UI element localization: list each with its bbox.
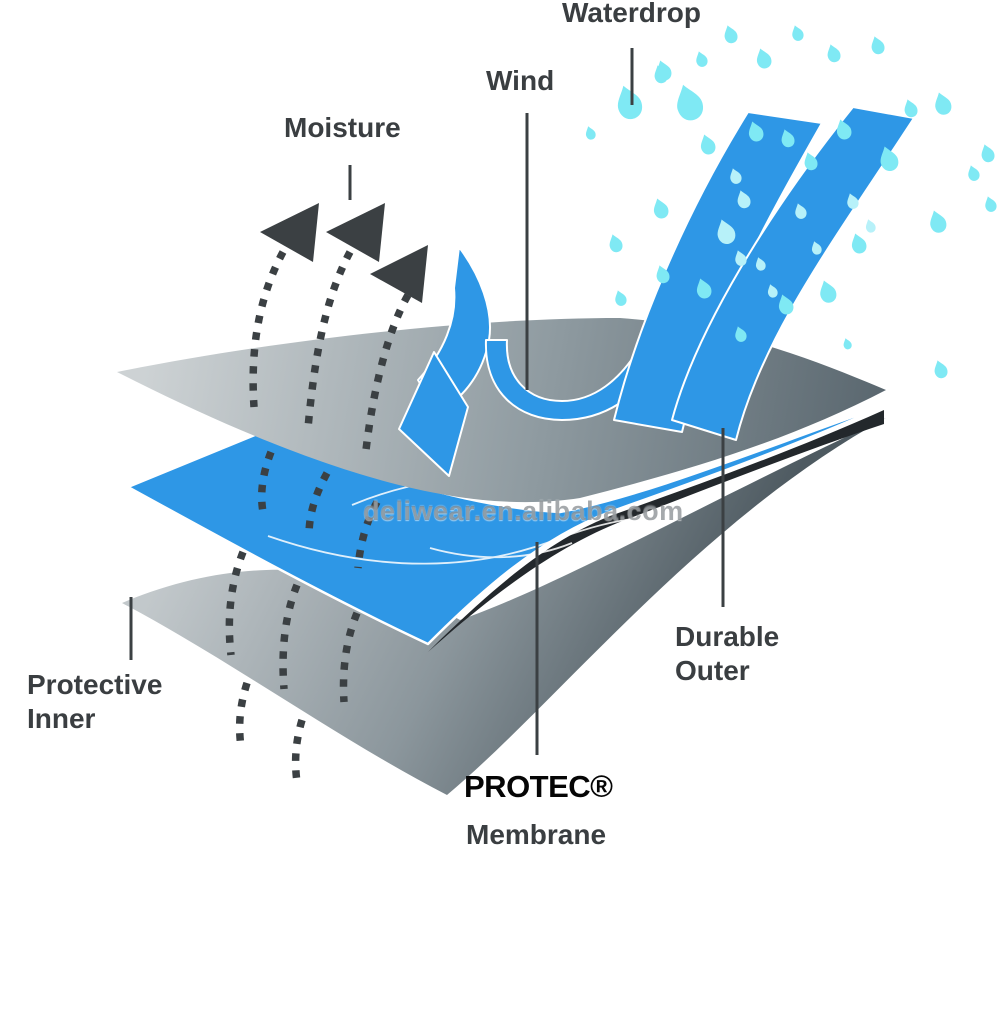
protective-inner-label-line2: Inner [27, 703, 96, 734]
waterdrop-icon [824, 42, 843, 64]
waterdrop-icon [612, 288, 629, 308]
wind-label: Wind [486, 65, 555, 96]
waterdrop-icon [697, 132, 718, 157]
moisture-arrowheads [260, 203, 428, 303]
waterdrop-icon [978, 142, 997, 164]
protective-inner-label-line1: Protective [27, 669, 163, 700]
durable-outer-label: Durable Outer [675, 620, 779, 688]
moisture-arrow-icon [326, 203, 385, 262]
leader-lines [129, 48, 725, 755]
membrane-sheet [126, 404, 886, 646]
runoff-ribbon-right [671, 106, 915, 441]
wind-ribbon [398, 246, 661, 477]
waterdrop-icon [931, 90, 954, 117]
waterdrop-icon [789, 23, 806, 43]
waterdrop-icon [863, 217, 877, 234]
moisture-label: Moisture [284, 112, 401, 143]
wind-ribbon-fragment [398, 351, 469, 477]
waterdrop-icon [650, 196, 671, 221]
membrane-word-label: Membrane [466, 819, 607, 850]
moisture-arrow-icon [370, 245, 428, 303]
water-runoff-ribbons [613, 106, 915, 441]
waterdrop-icon [611, 82, 646, 123]
waterdrop-icon [848, 231, 869, 256]
waterdrop-icon [583, 124, 597, 141]
protective-inner-label: Protective Inner [27, 668, 162, 736]
moisture-arrow-icon [260, 203, 319, 262]
durable-outer-label-line1: Durable [675, 621, 780, 652]
protective-inner-layer [122, 418, 886, 795]
waterdrop-icon [931, 358, 950, 380]
waterdrop-icon [753, 46, 774, 71]
membrane-brand-label: PROTEC® [464, 769, 613, 804]
waterdrop-icon [606, 232, 625, 254]
waterdrop-icon [982, 194, 999, 214]
waterdrop-icon [841, 337, 853, 351]
waterdrop-label: Waterdrop [562, 0, 701, 28]
dark-lining-strip [428, 410, 884, 652]
waterdrop-icon [670, 80, 707, 124]
waterdrop-icon [926, 208, 949, 235]
waterdrop-icon [721, 23, 740, 45]
waterdrop-icon [868, 34, 887, 56]
watermark: deliwear.en.alibaba.com [363, 496, 684, 526]
waterdrop-icon [816, 278, 839, 305]
moisture-vapor-trails [225, 250, 412, 783]
waterdrop-icon [965, 163, 982, 183]
durable-outer-label-line2: Outer [675, 655, 750, 686]
waterdrop-icon [693, 49, 710, 69]
protective-inner-sheet [122, 418, 886, 795]
